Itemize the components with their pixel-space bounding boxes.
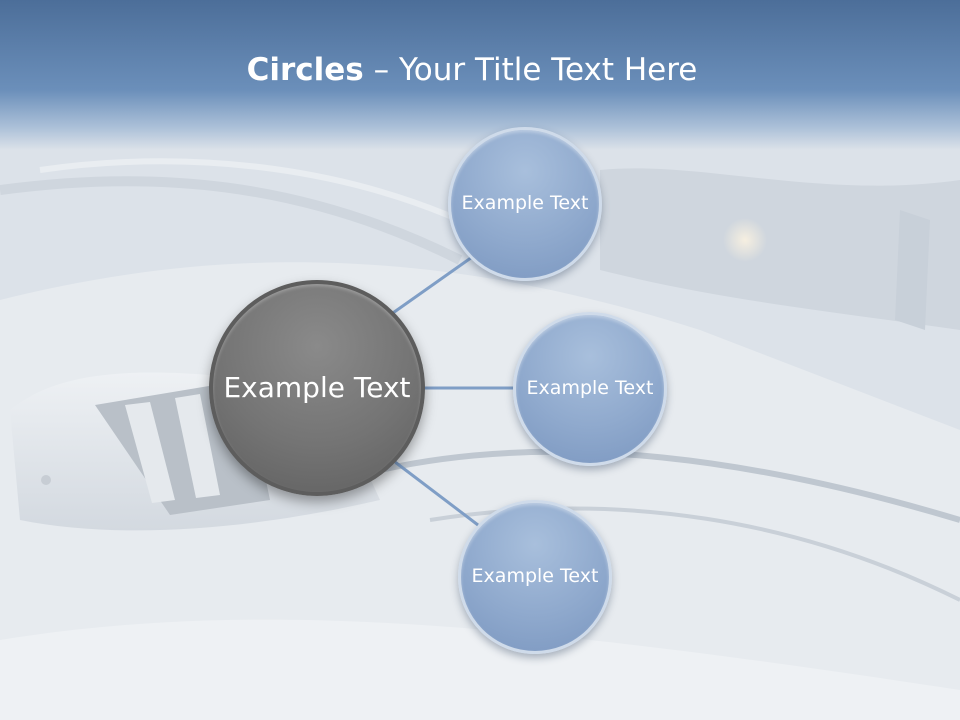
connector-bottom xyxy=(394,460,479,527)
satellite-circle-label: Example Text xyxy=(461,192,589,215)
center-circle[interactable]: Example Text xyxy=(209,280,425,496)
slide-title: Circles – Your Title Text Here xyxy=(0,52,944,88)
center-circle-label: Example Text xyxy=(223,370,411,404)
satellite-circle-label: Example Text xyxy=(526,377,654,400)
title-band xyxy=(0,0,960,150)
satellite-circle-middle[interactable]: Example Text xyxy=(513,312,667,466)
connector-top xyxy=(389,253,476,317)
satellite-circle-label: Example Text xyxy=(471,565,599,588)
title-bold-word: Circles xyxy=(246,52,364,88)
satellite-circle-top[interactable]: Example Text xyxy=(448,127,602,281)
satellite-circle-bottom[interactable]: Example Text xyxy=(458,500,612,654)
title-rest: – Your Title Text Here xyxy=(363,52,698,88)
